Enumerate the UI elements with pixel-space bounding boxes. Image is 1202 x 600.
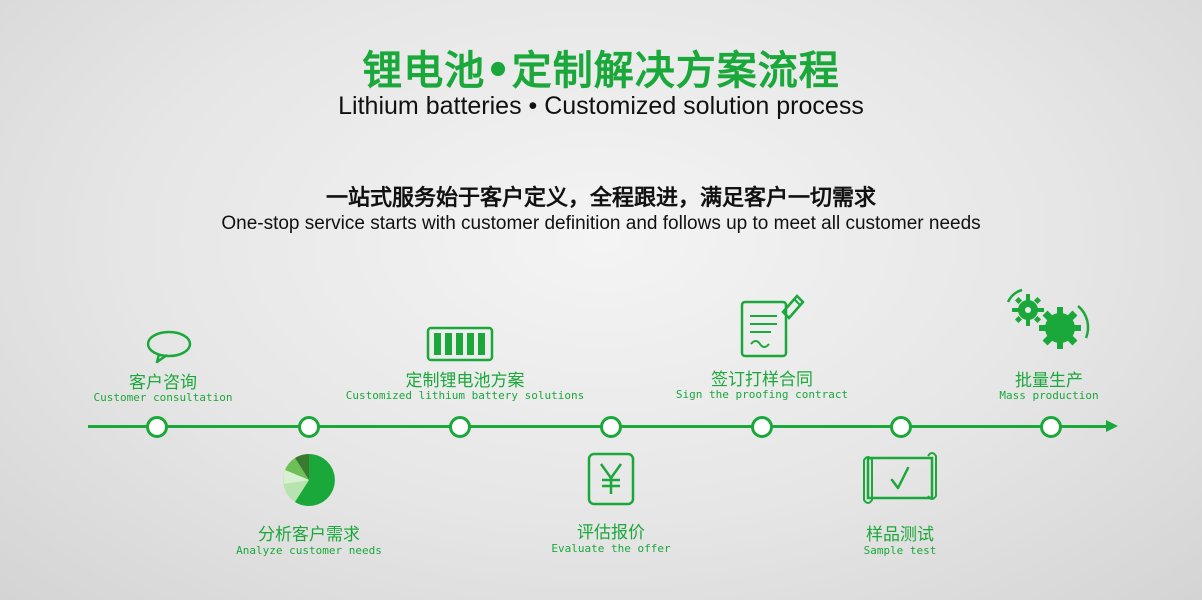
step-label-mass-production-en: Mass production (999, 389, 1099, 402)
step-label-consultation: 客户咨询 (129, 373, 197, 393)
chat-bubble-icon (145, 330, 193, 369)
step-label-analyze-en: Analyze customer needs (236, 544, 382, 557)
timeline-node-battery-solution (449, 416, 471, 438)
step-label-battery-solution: 定制锂电池方案 (405, 371, 525, 391)
battery-icon (426, 326, 494, 367)
timeline-line (88, 425, 1108, 428)
timeline-node-consultation (146, 416, 168, 438)
step-label-contract-en: Sign the proofing contract (675, 388, 849, 401)
step-label-offer: 评估报价 (577, 523, 645, 543)
pie-chart-icon (281, 452, 337, 513)
step-label-consultation-en: Customer consultation (93, 391, 233, 404)
step-label-analyze: 分析客户需求 (258, 525, 360, 545)
page-title: 锂电池•定制解决方案流程 (362, 48, 840, 94)
timeline-node-analyze (298, 416, 320, 438)
timeline-node-mass-production (1040, 416, 1062, 438)
timeline-arrow (1106, 420, 1118, 432)
timeline-node-contract (751, 416, 773, 438)
step-label-contract: 签订打样合同 (711, 370, 813, 390)
page-subtitle: Lithium batteries • Customized solution … (338, 92, 864, 120)
step-label-battery-solution-en: Customized lithium battery solutions (345, 389, 585, 402)
tagline-en: One-stop service starts with customer de… (221, 213, 981, 234)
tagline-cn: 一站式服务始于客户定义，全程跟进，满足客户一切需求 (325, 186, 876, 211)
gears-icon (1004, 288, 1092, 359)
step-label-sample-test: 样品测试 (866, 525, 934, 545)
timeline-node-sample-test (890, 416, 912, 438)
checked-scroll-icon (860, 452, 940, 509)
step-label-sample-test-en: Sample test (863, 544, 937, 557)
timeline-node-offer (600, 416, 622, 438)
contract-icon (739, 290, 805, 365)
step-label-offer-en: Evaluate the offer (551, 542, 671, 555)
step-label-mass-production: 批量生产 (1015, 371, 1083, 391)
yen-document-icon (587, 452, 635, 511)
